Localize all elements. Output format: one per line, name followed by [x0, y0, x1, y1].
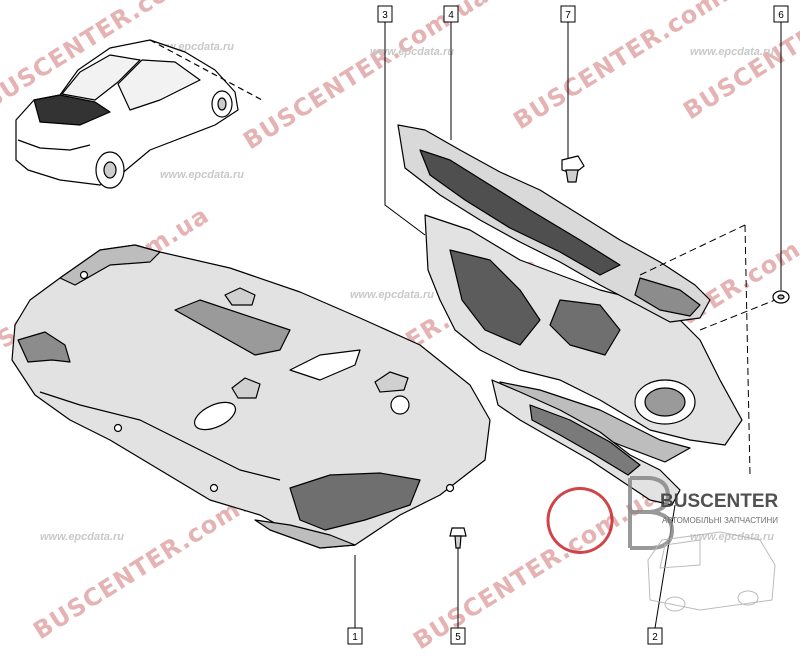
- dashed-assembly-lines: [639, 224, 776, 476]
- watermark-site: www.epcdata.ru: [40, 531, 124, 543]
- callout-7-label: 7: [565, 10, 571, 21]
- dash-strip-body: [397, 124, 711, 323]
- watermark-site: www.epcdata.ru: [690, 46, 774, 58]
- car-grille: [17, 139, 91, 151]
- car-side-window: [117, 59, 201, 111]
- bulkhead-round-opening-inner: [644, 387, 686, 417]
- pad-clip-1: [224, 287, 256, 306]
- dash-strip-dark: [419, 149, 621, 276]
- vehicle-thumbnail: [15, 39, 263, 189]
- clip-6-center: [777, 294, 785, 300]
- watermark-brand: BUSCENTER.com.ua: [508, 0, 764, 135]
- fastener-6-clip: [772, 290, 790, 304]
- lower-strip-dark: [529, 404, 641, 476]
- bulkhead-dark-cavity: [449, 249, 541, 346]
- callout-3-box: 3: [377, 5, 393, 23]
- part-1-insulation-pad: [11, 244, 491, 549]
- watermark-site: www.epcdata.ru: [160, 169, 244, 181]
- callout-6-label: 6: [778, 10, 784, 21]
- watermark-brand-short: BUSCENTER: [678, 12, 800, 126]
- callout-3-label: 3: [382, 10, 388, 21]
- pad-clip-3: [231, 377, 261, 399]
- clip-7-shank: [565, 169, 579, 183]
- pad-hole: [209, 483, 219, 493]
- watermark-site: www.epcdata.ru: [370, 46, 454, 58]
- watermark-site: www.epcdata.ru: [690, 531, 774, 543]
- leader-3: [384, 22, 426, 236]
- logo-bus-sketch: [647, 531, 776, 612]
- car-reference-line: [149, 39, 263, 101]
- car-windshield: [61, 54, 141, 101]
- bulkhead-dark-cavity-2: [549, 299, 621, 356]
- callout-2-box: 2: [647, 627, 663, 645]
- dash-strip-end: [634, 277, 701, 317]
- car-hood: [33, 94, 111, 126]
- pad-front-panel: [289, 472, 421, 531]
- car-front-wheel-hub: [103, 161, 117, 179]
- pad-hole: [390, 395, 410, 415]
- pad-clip-2: [374, 371, 409, 393]
- pad-slot-1: [174, 299, 291, 356]
- callout-1-label: 1: [352, 632, 358, 643]
- callout-6-box: 6: [773, 5, 789, 23]
- pad-left-lobe: [17, 331, 71, 363]
- part-4-dash-insulation: [397, 124, 711, 323]
- fastener-5-screw: [449, 527, 467, 549]
- callout-1-box: 1: [347, 627, 363, 645]
- assembly-line: [744, 224, 751, 476]
- callout-4-box: 4: [443, 5, 459, 23]
- logo-subtitle: АВТОМОБІЛЬНІ ЗАПЧАСТИНИ: [662, 516, 778, 525]
- callout-5-box: 5: [450, 627, 466, 645]
- pad-hole: [79, 270, 89, 280]
- callout-2-label: 2: [652, 632, 658, 643]
- pad-oval-hole: [193, 401, 237, 431]
- assembly-line: [639, 224, 746, 276]
- callout-4-label: 4: [448, 10, 454, 21]
- part-3-bulkhead-insulation: [424, 214, 743, 463]
- part-2-lower-insulation: [491, 379, 681, 506]
- pad-front-edge: [254, 519, 356, 549]
- watermark-site: www.epcdata.ru: [350, 289, 434, 301]
- assembly-line: [699, 299, 776, 331]
- car-rear-wheel-hub: [217, 97, 227, 111]
- pad-hole: [445, 483, 455, 493]
- pad-inner-line: [39, 391, 281, 481]
- callout-5-label: 5: [455, 632, 461, 643]
- pad-slot-2: [289, 349, 361, 381]
- pad-hole: [113, 423, 123, 433]
- screw-5-shank: [454, 535, 462, 549]
- fastener-7-clip: [561, 155, 585, 183]
- logo-title: BUSCENTER: [660, 491, 779, 512]
- watermark-brand: BUSCENTER.com.ua: [408, 481, 664, 655]
- watermark-brand: BUSCENTER.com.ua: [238, 0, 494, 155]
- buscenter-logo: BUSCENTER АВТОМОБІЛЬНІ ЗАПЧАСТИНИ: [546, 476, 779, 612]
- logo-b-mark: [546, 487, 614, 554]
- screw-5-head: [449, 527, 467, 537]
- callout-7-box: 7: [560, 5, 576, 23]
